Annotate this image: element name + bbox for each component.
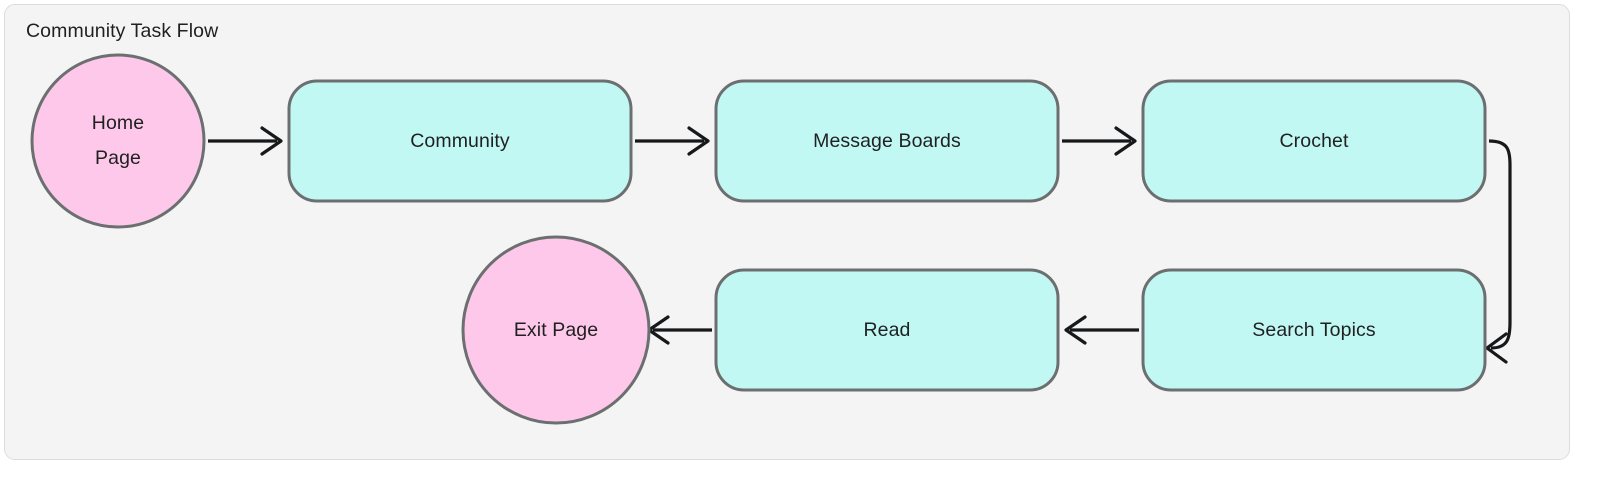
node-read[interactable]: Read <box>714 268 1060 392</box>
node-message-boards-label: Message Boards <box>813 130 961 152</box>
node-group: Home Page Community Message Boards Croch… <box>30 53 1487 425</box>
node-home-page-label-line2: Page <box>95 147 141 169</box>
edge-home-page-to-community[interactable] <box>208 126 283 156</box>
node-search-topics[interactable]: Search Topics <box>1141 268 1487 392</box>
edge-read-to-exit-page[interactable] <box>647 315 712 345</box>
node-message-boards[interactable]: Message Boards <box>714 79 1060 203</box>
node-read-label: Read <box>863 319 910 341</box>
node-community[interactable]: Community <box>287 79 633 203</box>
node-home-page-label-line1: Home <box>92 112 144 134</box>
edge-message-boards-to-crochet[interactable] <box>1062 126 1137 156</box>
node-community-label: Community <box>410 130 510 152</box>
node-exit-page[interactable]: Exit Page <box>461 235 651 425</box>
node-exit-page-label: Exit Page <box>514 319 598 341</box>
node-crochet[interactable]: Crochet <box>1141 79 1487 203</box>
edge-search-topics-to-read[interactable] <box>1064 315 1139 345</box>
page-title: Community Task Flow <box>26 20 219 42</box>
node-home-page[interactable]: Home Page <box>30 53 206 229</box>
node-search-topics-label: Search Topics <box>1252 319 1376 341</box>
edge-crochet-to-search-topics[interactable] <box>1485 139 1512 364</box>
node-crochet-label: Crochet <box>1280 130 1349 152</box>
edge-community-to-message-boards[interactable] <box>635 126 710 156</box>
